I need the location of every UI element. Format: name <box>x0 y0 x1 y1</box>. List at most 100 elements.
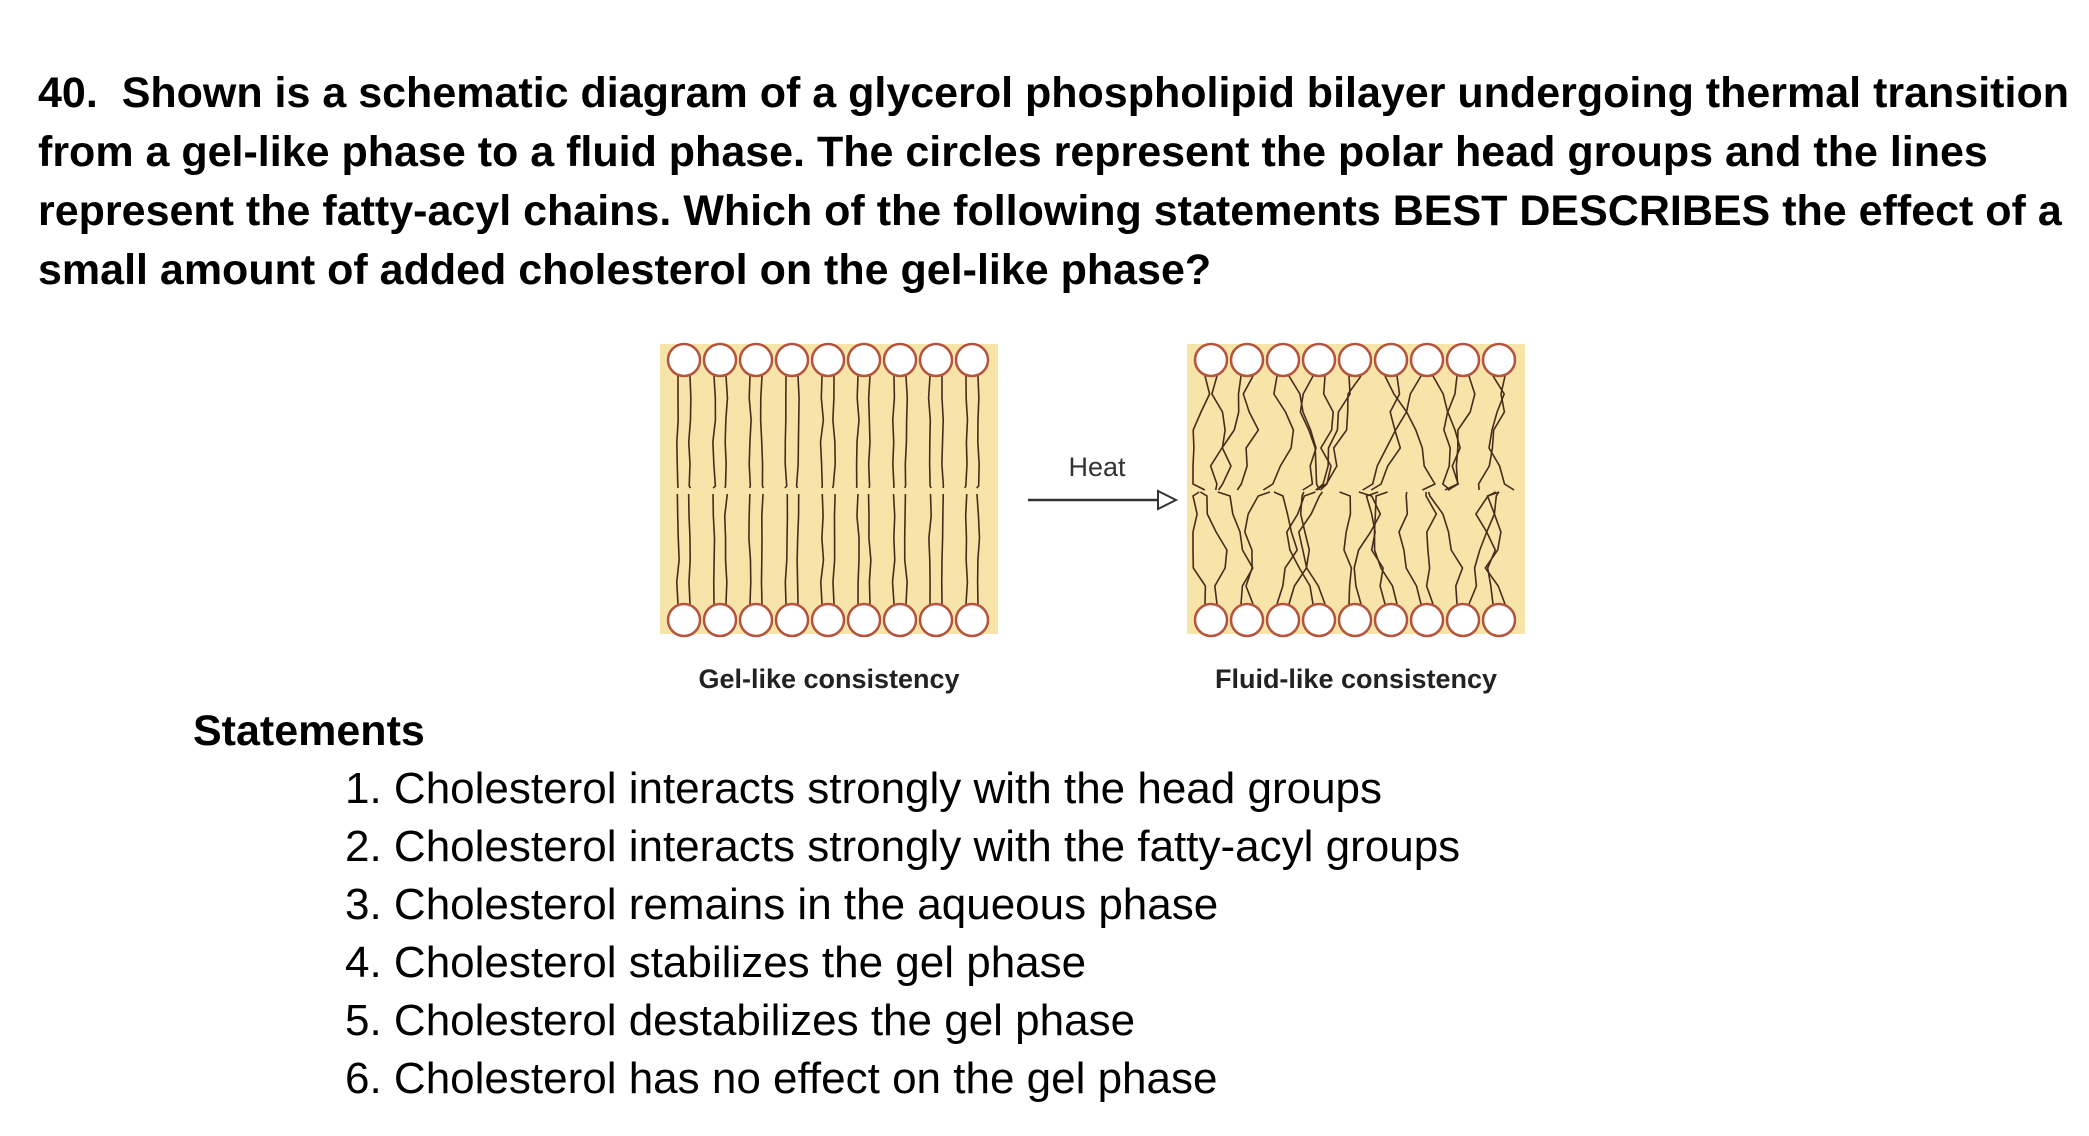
head-group-bottom <box>738 602 774 638</box>
fatty-acyl-chain <box>759 375 765 489</box>
head-group-bottom <box>1301 602 1337 638</box>
head-group-bottom <box>1193 602 1229 638</box>
head-group-top <box>1445 342 1481 378</box>
head-group-bottom <box>810 602 846 638</box>
fatty-acyl-chain <box>891 375 896 489</box>
fatty-acyl-chain <box>903 375 909 489</box>
fluid-chains <box>1192 375 1515 605</box>
head-group-top <box>1301 342 1337 378</box>
head-group-top <box>918 342 954 378</box>
head-group-top <box>702 342 738 378</box>
head-group-bottom <box>1409 602 1445 638</box>
head-group-bottom <box>702 602 738 638</box>
fatty-acyl-chain <box>856 493 860 605</box>
fatty-acyl-chain <box>1262 375 1295 491</box>
fatty-acyl-chain <box>723 493 729 605</box>
statement-item: 4. Cholesterol stabilizes the gel phase <box>345 938 1087 987</box>
fluid-label: Fluid-like consistency <box>1215 664 1497 694</box>
fatty-acyl-chain <box>867 493 872 605</box>
question-body: Shown is a schematic diagram of a glycer… <box>38 69 2069 294</box>
fatty-acyl-chain <box>712 493 716 605</box>
head-group-bottom <box>1481 602 1517 638</box>
fatty-acyl-chain <box>1285 491 1316 605</box>
fatty-acyl-chain <box>903 493 908 605</box>
fatty-acyl-chain <box>687 375 692 489</box>
head-group-top <box>738 342 774 378</box>
head-group-top <box>774 342 810 378</box>
fatty-acyl-chain <box>1425 491 1438 605</box>
fatty-acyl-chain <box>687 493 691 605</box>
fatty-acyl-chain <box>1362 375 1422 491</box>
gel-label: Gel-like consistency <box>698 664 959 694</box>
fatty-acyl-chain <box>1243 491 1271 605</box>
head-group-top <box>1229 342 1265 378</box>
head-group-top <box>1481 342 1517 378</box>
statement-item: 6. Cholesterol has no effect on the gel … <box>345 1054 1218 1103</box>
fatty-acyl-chain <box>795 375 800 489</box>
fatty-acyl-chain <box>1192 375 1211 491</box>
gel-chains <box>675 375 981 605</box>
fatty-acyl-chain <box>832 493 836 605</box>
fatty-acyl-chain <box>675 493 680 605</box>
heat-arrow-head <box>1157 489 1179 511</box>
fatty-acyl-chain <box>819 493 825 605</box>
fatty-acyl-chain <box>976 375 980 489</box>
fatty-acyl-chain <box>1209 375 1242 491</box>
head-group-top <box>1337 342 1373 378</box>
statement-item: 5. Cholesterol destabilizes the gel phas… <box>345 996 1136 1045</box>
fatty-acyl-chain <box>1398 491 1422 605</box>
fatty-acyl-chain <box>1370 375 1402 491</box>
head-group-bottom <box>666 602 702 638</box>
fatty-acyl-chain <box>819 375 825 489</box>
fatty-acyl-chain <box>784 493 789 605</box>
fatty-acyl-chain <box>748 375 752 489</box>
fatty-acyl-chain <box>1192 491 1207 605</box>
fatty-acyl-chain <box>1217 491 1254 605</box>
fatty-acyl-chain <box>1488 375 1515 491</box>
fatty-acyl-chain <box>1273 491 1299 605</box>
fatty-acyl-chain <box>1288 375 1317 491</box>
fatty-acyl-chain <box>1315 375 1362 491</box>
head-group-bottom <box>846 602 882 638</box>
fatty-acyl-chain <box>1485 491 1500 605</box>
fatty-acyl-chain <box>1432 375 1452 491</box>
fatty-acyl-chain <box>976 493 981 605</box>
fatty-acyl-chain <box>1211 375 1232 491</box>
fatty-acyl-chain <box>1236 375 1260 491</box>
question-text: 40. Shown is a schematic diagram of a gl… <box>38 64 2078 300</box>
fatty-acyl-chain <box>784 375 788 489</box>
head-group-top <box>666 342 702 378</box>
fatty-acyl-chain <box>676 375 679 489</box>
fatty-acyl-chain <box>964 493 969 605</box>
fatty-acyl-chain <box>1339 491 1353 605</box>
fatty-acyl-chain <box>1365 491 1386 605</box>
fatty-acyl-chain <box>1373 491 1398 605</box>
statement-item: 3. Cholesterol remains in the aqueous ph… <box>345 880 1219 929</box>
head-group-top <box>1265 342 1301 378</box>
head-group-bottom <box>1445 602 1481 638</box>
fatty-acyl-chain <box>964 375 969 489</box>
fatty-acyl-chain <box>1427 491 1464 605</box>
bilayer-figure-svg: Heat Gel-like consistency Fluid-like con… <box>660 330 1540 700</box>
fatty-acyl-chain <box>1484 491 1506 605</box>
fatty-acyl-chain <box>796 493 800 605</box>
fatty-acyl-chain <box>1299 375 1321 491</box>
head-group-top <box>1409 342 1445 378</box>
fatty-acyl-chain <box>940 493 945 605</box>
head-group-top <box>954 342 990 378</box>
fatty-acyl-chain <box>1384 375 1437 491</box>
gel-panel <box>660 344 998 634</box>
head-group-bottom <box>1265 602 1301 638</box>
fluid-head-groups <box>1193 342 1517 638</box>
fatty-acyl-chain <box>855 375 860 489</box>
statement-item: 2. Cholesterol interacts strongly with t… <box>345 822 1461 871</box>
fatty-acyl-chain <box>748 493 752 605</box>
fatty-acyl-chain <box>891 493 896 605</box>
fatty-acyl-chain <box>760 493 764 605</box>
fatty-acyl-chain <box>831 375 836 489</box>
fatty-acyl-chain <box>927 375 932 489</box>
fatty-acyl-chain <box>1444 375 1476 491</box>
fatty-acyl-chain <box>941 375 945 489</box>
head-group-top <box>1193 342 1229 378</box>
heat-label: Heat <box>1068 452 1126 482</box>
